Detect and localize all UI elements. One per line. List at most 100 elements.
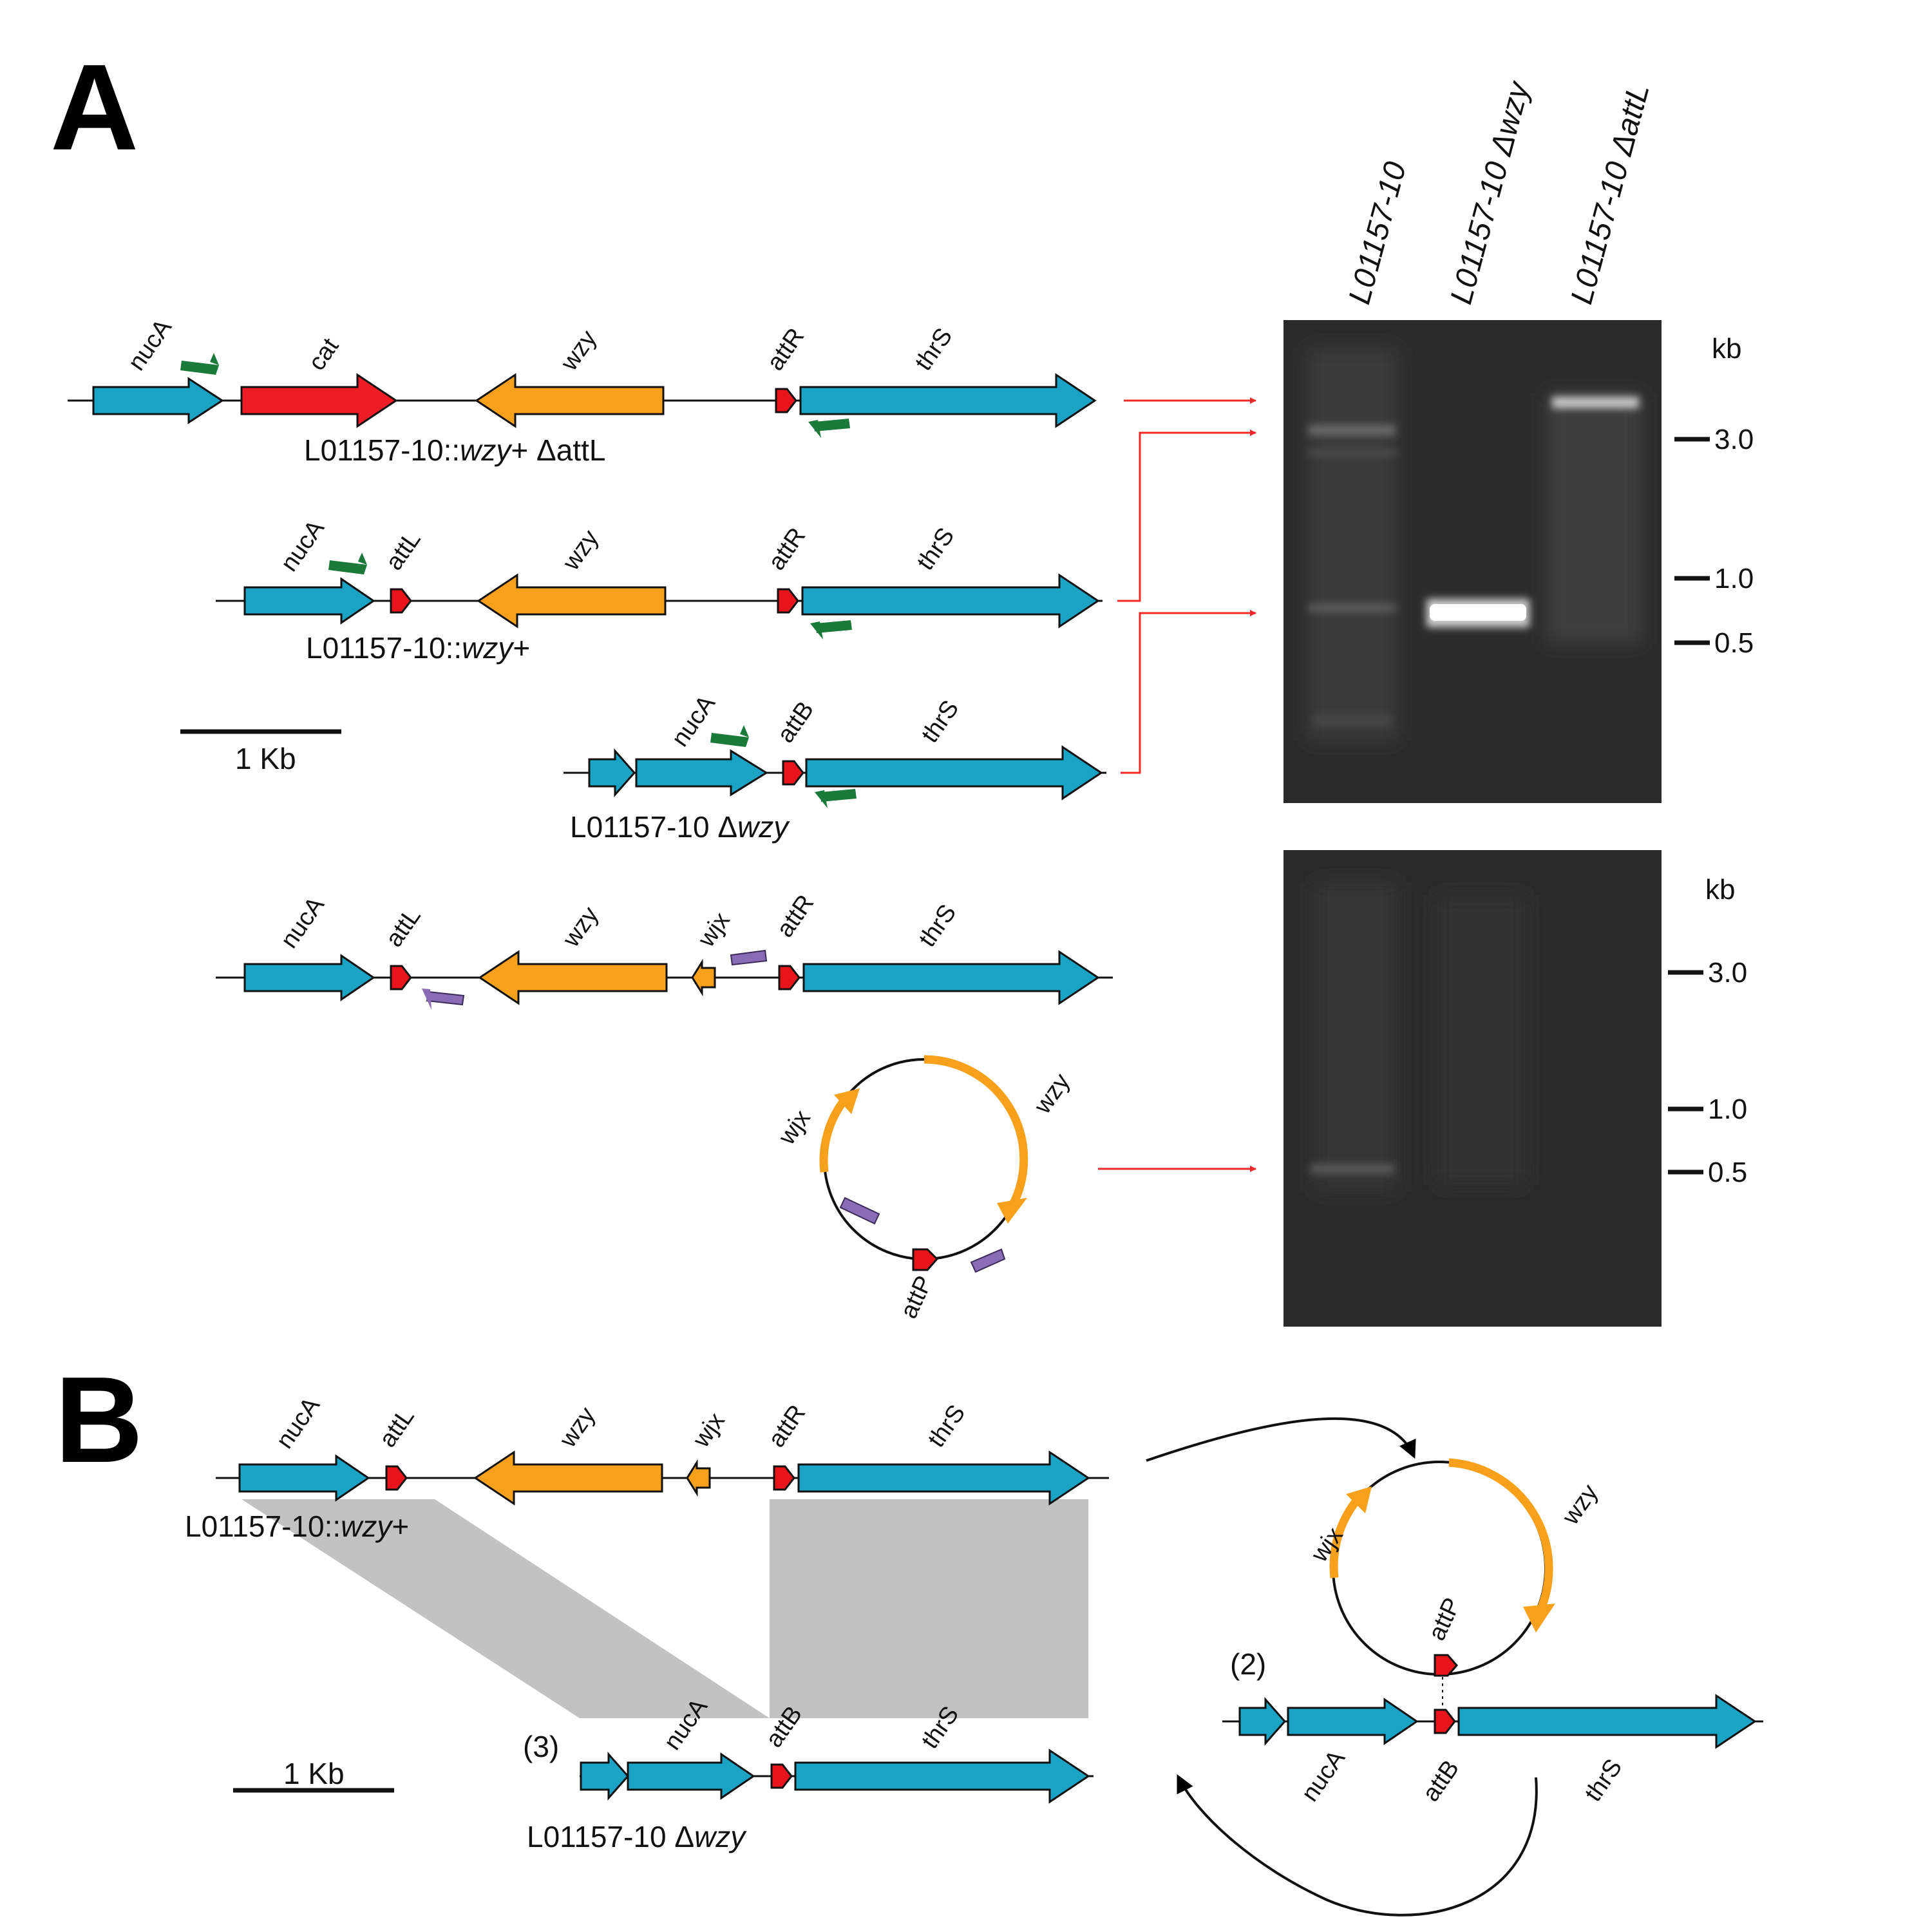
label-attL: attL (381, 526, 426, 575)
label-thrS: thrS (1580, 1754, 1627, 1806)
band-l1-3kb-b (1309, 450, 1396, 456)
marker-3kb-top: 3.0 (1714, 424, 1754, 455)
label-wjx: wjx (692, 907, 735, 952)
arrow-return (1177, 1774, 1538, 1917)
label-wzy: wzy (1557, 1479, 1604, 1530)
pcr-arrows (1098, 397, 1256, 1172)
lane-3-smear (1546, 393, 1642, 644)
gene-orf-small (588, 748, 636, 797)
label-nucA: nucA (271, 1392, 325, 1454)
arc-wjx (1329, 1496, 1361, 1578)
gel-top-markers: kb 3.0 1.0 0.5 (1674, 333, 1754, 659)
primer-forward (180, 361, 219, 375)
gel-bottom (1283, 850, 1662, 1327)
label-wjx: wjx (773, 1105, 815, 1150)
gene-orf-small (580, 1752, 630, 1801)
circular-element-b: wzy wjx attP (1305, 1458, 1604, 1707)
marker-1kb-bottom: 1.0 (1708, 1094, 1747, 1125)
unit-kb-bottom: kb (1705, 874, 1735, 905)
label-thrS: thrS (910, 323, 958, 375)
band-l1-0.5kb (1311, 1164, 1394, 1173)
label-nucA: nucA (1296, 1745, 1350, 1807)
panel-b-label: B (55, 1352, 143, 1488)
label-wjx: wjx (687, 1408, 730, 1453)
band-l1-3kb (1309, 425, 1396, 435)
primer-purple-outer (970, 1248, 1006, 1273)
label-attR: attR (763, 523, 811, 575)
att-site-attP (912, 1248, 939, 1271)
att-site-attB (1434, 1709, 1456, 1734)
step-3-label: (3) (523, 1730, 559, 1763)
band-l1-low (1314, 715, 1391, 725)
gene-orf-small (1238, 1697, 1287, 1746)
strain-label-b-delta-wzy: L01157-10 Δwzy (527, 1820, 747, 1853)
scale-bar-a: 1 Kb (180, 729, 341, 775)
lane-label-1: L01157-10 (1342, 158, 1413, 308)
gene-nucA (635, 749, 768, 797)
gene-wjx (686, 1459, 711, 1497)
att-site-attL (390, 588, 412, 614)
gel-lane-labels: L01157-10 L01157-10 Δwzy L01157-10 ΔattL (1342, 77, 1656, 308)
label-attR: attR (772, 890, 819, 942)
label-attP: attP (1423, 1594, 1466, 1645)
primer-reverse (817, 620, 852, 633)
gene-nucA (238, 1454, 370, 1502)
unit-kb-top: kb (1712, 333, 1741, 365)
label-wzy: wzy (557, 902, 604, 952)
label-attR: attR (763, 1400, 811, 1452)
att-site-attR (777, 588, 799, 614)
gene-thrS (1457, 1694, 1757, 1749)
gene-thrS (794, 1748, 1090, 1804)
label-cat: cat (303, 333, 345, 375)
band-l3-3.5kb (1552, 397, 1639, 408)
lane-label-3: L01157-10 ΔattL (1564, 80, 1656, 308)
gene-thrS (799, 373, 1097, 428)
construct-wzy-plus: nucA attL wzy attR thrS L01157-10::wzy+ (216, 515, 1103, 665)
gene-nucA (627, 1752, 755, 1800)
att-site-attB (782, 760, 804, 786)
att-site-attB (770, 1763, 793, 1789)
construct-b-integrated: (2) nucA attB thrS (1222, 1647, 1763, 1806)
primer-reverse (815, 419, 850, 431)
att-site-attR (778, 965, 800, 990)
label-nucA: nucA (123, 314, 177, 376)
construct-wzy-wjx-primers: nucA attL wzy wjx attR thrS (216, 890, 1113, 1010)
gene-nucA (1287, 1698, 1419, 1745)
primer-forward (710, 733, 749, 747)
label-wzy: wzy (555, 325, 602, 376)
label-attL: attL (381, 903, 426, 952)
gene-wzy (473, 1450, 663, 1506)
band-l1-0.7kb (1309, 604, 1396, 612)
lane-label-2: L01157-10 Δwzy (1444, 77, 1537, 308)
construct-wzy-plus-delta-attL: nucA cat wzy attR thrS L01157-10::wzy+ Δ… (68, 314, 1097, 467)
marker-0.5kb-top: 0.5 (1714, 627, 1754, 659)
arrow-excision (1146, 1417, 1416, 1462)
gene-wzy (475, 373, 665, 428)
primer-reverse (821, 789, 857, 802)
lane-1-smear (1314, 882, 1397, 1191)
primer-purple-inner (839, 1197, 880, 1225)
scale-bar-b: 1 Kb (233, 1757, 394, 1793)
arc-wzy (923, 1055, 1028, 1208)
label-thrS: thrS (916, 696, 964, 748)
label-attP: attP (895, 1272, 938, 1323)
label-thrS: thrS (912, 523, 960, 575)
gene-nucA (92, 377, 224, 424)
construct-b-wzy-plus: nucA attL wzy wjx attR thrS L01157-10::w… (185, 1392, 1109, 1543)
gene-thrS (801, 573, 1100, 629)
label-nucA: nucA (276, 515, 330, 577)
marker-3kb-bottom: 3.0 (1708, 957, 1747, 989)
gene-cat (240, 373, 398, 428)
label-attB: attB (1417, 1756, 1464, 1806)
strain-label-delta-wzy: L01157-10 Δwzy (570, 810, 790, 844)
gene-thrS (805, 745, 1103, 800)
label-thrS: thrS (923, 1400, 971, 1452)
gel-top (1283, 320, 1662, 803)
gene-thrS (802, 950, 1100, 1005)
att-site-attL (390, 965, 412, 990)
primer-purple-forward (730, 949, 768, 966)
scale-bar-label: 1 Kb (235, 742, 296, 775)
arc-wjx (819, 1096, 849, 1173)
marker-0.5kb-bottom: 0.5 (1708, 1157, 1747, 1188)
gene-wzy (477, 573, 667, 629)
